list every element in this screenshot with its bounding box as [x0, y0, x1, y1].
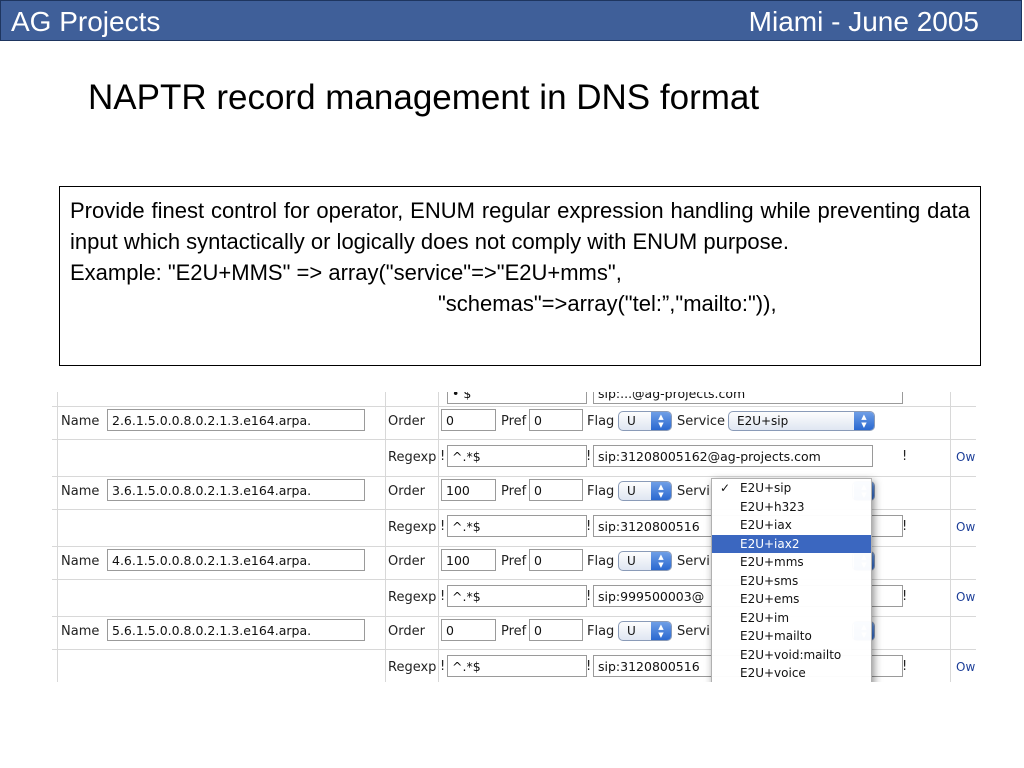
- service-menu-item-label: E2U+sip: [740, 481, 792, 495]
- service-menu-item[interactable]: E2U+im: [712, 609, 871, 628]
- service-menu-item-label: E2U+mailto: [740, 629, 812, 643]
- regexp-label: Regexp: [388, 590, 437, 605]
- owner-link[interactable]: Ow: [956, 590, 976, 604]
- flag-label: Flag: [587, 484, 615, 499]
- owner-link[interactable]: Ow: [956, 450, 976, 464]
- pref-field[interactable]: 0: [529, 409, 583, 431]
- service-menu-item-label: E2U+void:mailto: [740, 647, 842, 662]
- service-label: Servi: [677, 484, 710, 499]
- order-field[interactable]: 0: [441, 409, 496, 431]
- select-arrows-icon: ▲▼: [651, 412, 671, 430]
- naptr-form-screenshot: • $ sip:...@ag-projects.com l Name 2.6.1…: [52, 392, 976, 682]
- owner-link[interactable]: Ow: [956, 520, 976, 534]
- replacement-field[interactable]: sip:31208005162@ag-projects.com: [593, 445, 873, 467]
- select-arrows-icon: ▲▼: [651, 622, 671, 640]
- flag-select[interactable]: U▲▼: [618, 411, 672, 431]
- pref-label: Pref: [501, 624, 527, 639]
- service-menu-item-label: E2U+voice: [740, 666, 806, 680]
- pref-field[interactable]: 0: [529, 479, 583, 501]
- service-menu-item[interactable]: E2U+mailto: [712, 627, 871, 646]
- name-field[interactable]: 4.6.1.5.0.0.8.0.2.1.3.e164.arpa.: [107, 549, 365, 571]
- regexp-label: Regexp: [388, 450, 437, 465]
- header-org: AG Projects: [11, 6, 161, 37]
- flag-select[interactable]: U▲▼: [618, 621, 672, 641]
- order-label: Order: [388, 624, 425, 639]
- service-menu-item[interactable]: E2U+sms: [712, 572, 871, 591]
- checkmark-icon: ✓: [720, 481, 731, 495]
- name-label: Name: [61, 554, 100, 569]
- order-label: Order: [388, 554, 425, 569]
- pref-label: Pref: [501, 554, 527, 569]
- flag-label: Flag: [587, 414, 615, 429]
- header-bar: AG Projects Miami - June 2005: [0, 0, 1022, 41]
- name-label: Name: [61, 414, 100, 429]
- regexp-label: Regexp: [388, 660, 437, 675]
- replacement-field[interactable]: sip:...@ag-projects.com: [593, 392, 903, 404]
- regexp-field[interactable]: ^.*$: [447, 445, 587, 467]
- order-label: Order: [388, 484, 425, 499]
- order-field[interactable]: 100: [441, 479, 496, 501]
- service-menu-item-label: E2U+ems: [740, 592, 800, 606]
- order-field[interactable]: 0: [441, 619, 496, 641]
- pref-field[interactable]: 0: [529, 549, 583, 571]
- service-menu-item[interactable]: E2U+iax: [712, 516, 871, 535]
- service-menu-item-label: E2U+iax: [740, 518, 792, 532]
- service-select[interactable]: E2U+sip▲▼: [728, 411, 875, 431]
- service-menu-item[interactable]: E2U+h323: [712, 498, 871, 517]
- service-menu-item-label: E2U+iax2: [740, 536, 800, 551]
- service-menu-item-label: E2U+mms: [740, 555, 804, 569]
- service-menu-item-label: E2U+sms: [740, 573, 799, 588]
- regexp-label: Regexp: [388, 520, 437, 535]
- regexp-field[interactable]: ^.*$: [447, 655, 587, 677]
- pref-field[interactable]: 0: [529, 619, 583, 641]
- flag-select[interactable]: U▲▼: [618, 481, 672, 501]
- owner-link[interactable]: Ow: [956, 660, 976, 674]
- example-line-1: Example: "E2U+MMS" => array("service"=>"…: [70, 260, 622, 285]
- select-arrows-icon: ▲▼: [651, 482, 671, 500]
- service-menu-item[interactable]: ✓ E2U+sip: [712, 479, 871, 498]
- flag-label: Flag: [587, 624, 615, 639]
- pref-label: Pref: [501, 414, 527, 429]
- service-menu-item[interactable]: E2U+voice: [712, 664, 871, 682]
- name-field[interactable]: 5.6.1.5.0.0.8.0.2.1.3.e164.arpa.: [107, 619, 365, 641]
- example-line-2: "schemas"=>array("tel:”,"mailto:")),: [438, 291, 777, 316]
- flag-label: Flag: [587, 554, 615, 569]
- service-menu-item-label: E2U+im: [740, 610, 790, 625]
- service-label: Servi: [677, 554, 710, 569]
- select-arrows-icon: ▲▼: [854, 412, 874, 430]
- regexp-field[interactable]: ^.*$: [447, 515, 587, 537]
- name-label: Name: [61, 484, 100, 499]
- service-label: Servi: [677, 624, 710, 639]
- order-field[interactable]: 100: [441, 549, 496, 571]
- page-title: NAPTR record management in DNS format: [88, 78, 760, 117]
- service-menu-item[interactable]: E2U+mms: [712, 553, 871, 572]
- service-menu-item[interactable]: E2U+void:mailto: [712, 646, 871, 665]
- service-menu-item[interactable]: E2U+ems: [712, 590, 871, 609]
- regexp-field[interactable]: • $: [447, 392, 587, 404]
- description-text: Provide finest control for operator, ENU…: [70, 198, 970, 254]
- service-menu-item-label: E2U+h323: [740, 499, 805, 514]
- service-label: Service: [677, 414, 726, 429]
- order-label: Order: [388, 414, 425, 429]
- flag-select[interactable]: U▲▼: [618, 551, 672, 571]
- name-label: Name: [61, 624, 100, 639]
- name-field[interactable]: 3.6.1.5.0.0.8.0.2.1.3.e164.arpa.: [107, 479, 365, 501]
- pref-label: Pref: [501, 484, 527, 499]
- description-box: Provide finest control for operator, ENU…: [59, 186, 981, 366]
- name-field[interactable]: 2.6.1.5.0.0.8.0.2.1.3.e164.arpa.: [107, 409, 365, 431]
- header-event: Miami - June 2005: [748, 6, 979, 37]
- select-arrows-icon: ▲▼: [651, 552, 671, 570]
- regexp-field[interactable]: ^.*$: [447, 585, 587, 607]
- service-menu-item[interactable]: E2U+iax2: [712, 534, 871, 553]
